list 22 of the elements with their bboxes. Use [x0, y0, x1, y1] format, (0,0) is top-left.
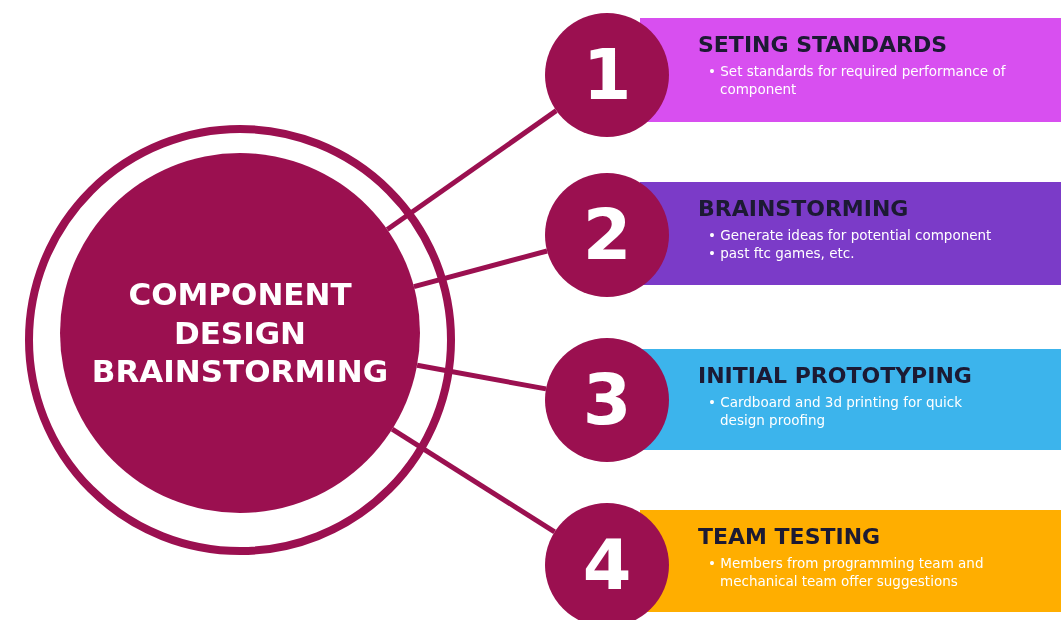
bullet-text: • Set standards for required performance of component: [708, 63, 1007, 99]
step-number: 4: [582, 524, 632, 606]
step-number: 2: [582, 194, 632, 276]
bullet-text: • past ftc games, etc.: [708, 244, 856, 263]
bullet-text: • Members from programming team and mechanical team offer suggestions: [708, 555, 985, 591]
bullet-text: • Cardboard and 3d printing for quick design proofing: [708, 394, 964, 430]
step-heading: BRAINSTORMING: [698, 196, 910, 221]
step-number: 1: [582, 34, 632, 116]
step-heading: INITIAL PROTOTYPING: [698, 363, 973, 388]
step-banner: [640, 182, 1061, 285]
ring-circle: [25, 125, 455, 555]
connector-line: [390, 427, 556, 534]
step-banner: [640, 510, 1061, 612]
step-number: 3: [582, 359, 632, 441]
center-title: COMPONENT DESIGN BRAINSTORMING: [90, 274, 390, 392]
connector-line: [416, 362, 547, 392]
connector-line: [413, 248, 548, 289]
connector-line: [385, 108, 558, 232]
step-heading: SETING STANDARDS: [698, 32, 949, 57]
step-banner: [640, 18, 1061, 122]
bullet-text: • Generate ideas for potential component: [708, 227, 993, 245]
step-heading: TEAM TESTING: [698, 524, 882, 549]
